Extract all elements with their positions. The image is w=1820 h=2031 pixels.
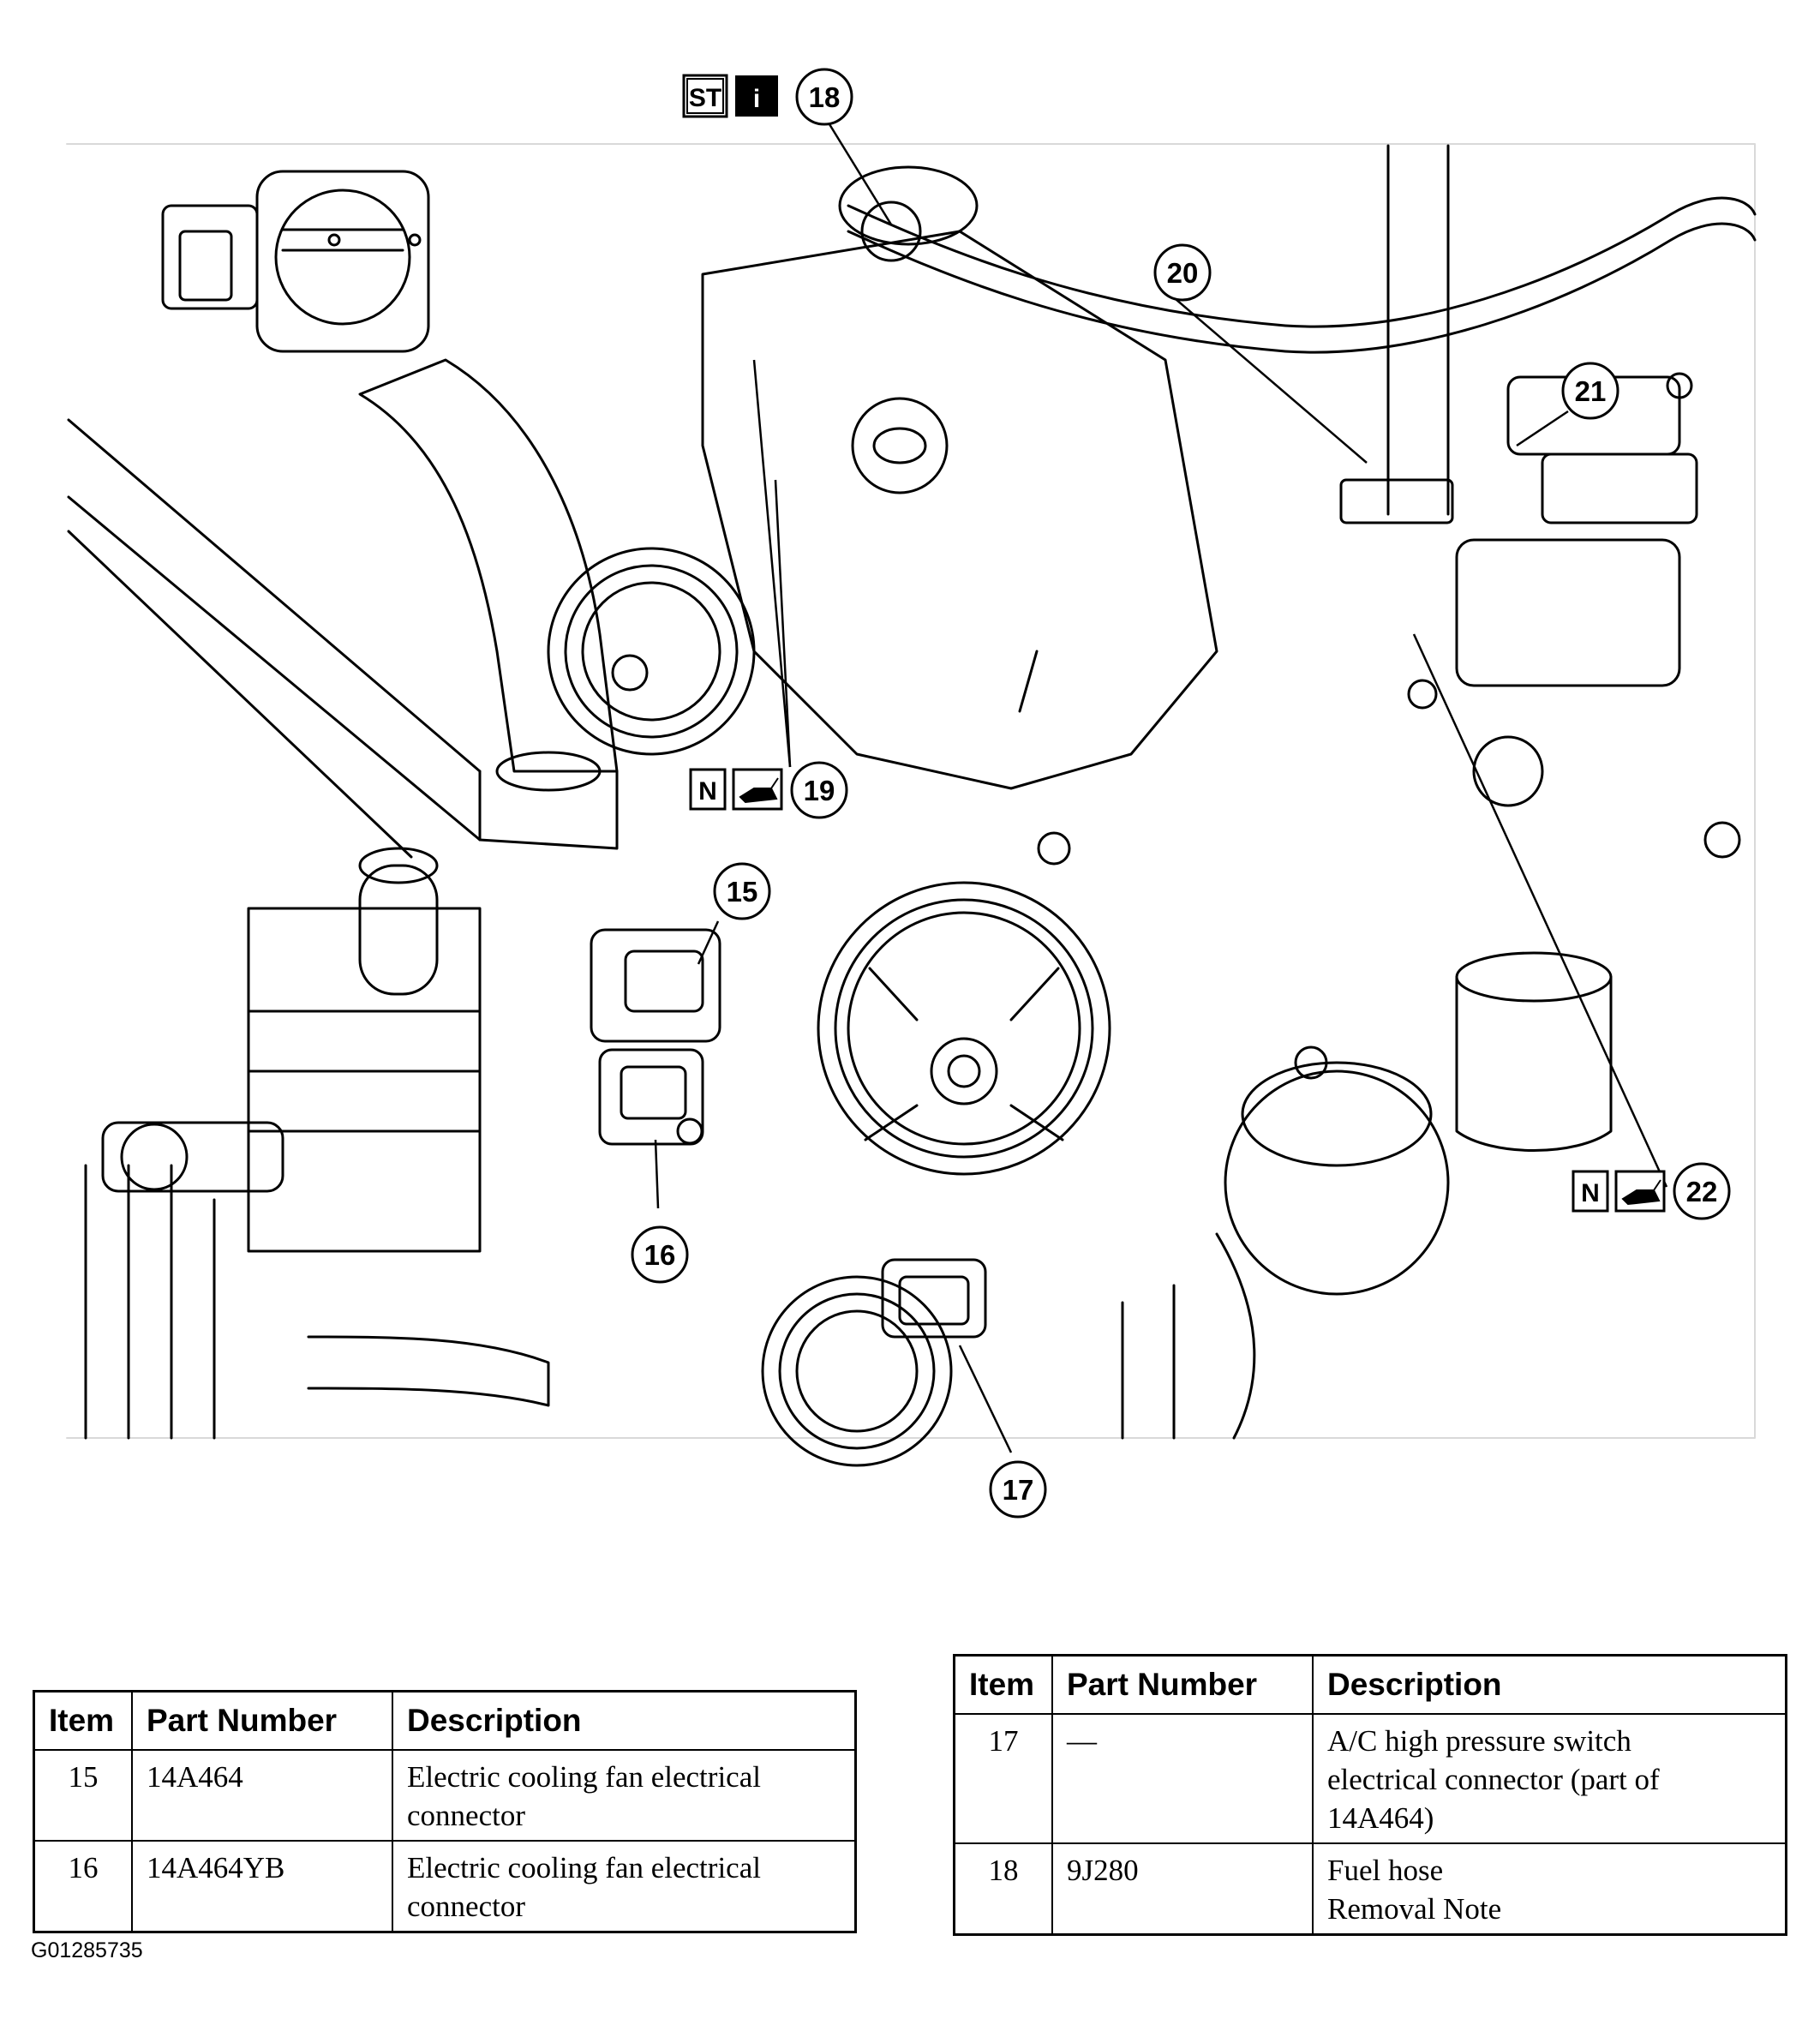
header-item: Item [33,1690,133,1751]
callout-22: 22 [1673,1162,1731,1220]
header-description: Description [392,1690,857,1751]
parts-table-left: Item Part Number Description 15 14A464 E… [33,1690,857,1933]
svg-text:ST: ST [689,84,721,112]
svg-text:18: 18 [809,81,841,113]
description-cell: Electric cooling fan electrical connecto… [392,1840,857,1933]
svg-text:N: N [698,777,717,806]
description-line: electrical connector (part of [1327,1763,1660,1796]
callout-17: 17 [989,1460,1047,1519]
callout-15: 15 [713,862,771,920]
header-part-number: Part Number [131,1690,393,1751]
description-line: Electric cooling fan electrical [407,1760,761,1794]
svg-text:16: 16 [644,1239,676,1271]
item-cell: 18 [953,1842,1053,1936]
header-part-number: Part Number [1051,1654,1314,1715]
callouts: 18 20 21 19 15 22 16 17 [631,68,1731,1519]
svg-text:15: 15 [727,876,758,908]
svg-text:17: 17 [1003,1474,1034,1506]
coolant-reservoir [247,907,482,1253]
special-tool-icon: ST [682,74,728,118]
part-number-cell: 14A464YB [131,1840,393,1933]
engine-diagram: 18 20 21 19 15 22 16 17 ST i N [66,68,1757,1519]
svg-text:21: 21 [1575,375,1607,407]
oil-can-icon [732,768,783,811]
svg-text:N: N [1581,1179,1600,1207]
description-line: Fuel hose [1327,1854,1444,1887]
item-cell: 17 [953,1713,1053,1844]
figure-id: G01285735 [31,1938,143,1962]
callout-20: 20 [1153,243,1212,302]
ac-switch-connector-17 [881,1258,987,1339]
description-cell: Fuel hose Removal Note [1312,1842,1787,1936]
accessory-pulley [817,881,1111,1176]
description-line: Removal Note [1327,1892,1502,1926]
table-row: 18 9J280 Fuel hose Removal Note [953,1842,1787,1936]
callout-16: 16 [631,1225,689,1284]
description-line: connector [407,1890,525,1923]
information-icon: i [735,75,778,117]
header-item: Item [953,1654,1053,1715]
description-line: 14A464) [1327,1801,1434,1835]
table-row: 16 14A464YB Electric cooling fan electri… [33,1840,857,1933]
table-header-row: Item Part Number Description [953,1654,1787,1715]
table-row: 15 14A464 Electric cooling fan electrica… [33,1749,857,1842]
description-line: Electric cooling fan electrical [407,1851,761,1884]
callout-18: 18 [795,68,853,126]
engine-line-art [66,143,1757,1467]
callout-21: 21 [1561,362,1619,420]
svg-text:22: 22 [1686,1176,1718,1207]
svg-text:20: 20 [1167,257,1199,289]
description-cell: A/C high pressure switch electrical conn… [1312,1713,1787,1844]
table-row: 17 — A/C high pressure switch electrical… [953,1713,1787,1844]
description-line: connector [407,1799,525,1832]
part-number-cell: 14A464 [131,1749,393,1842]
item-cell: 15 [33,1749,133,1842]
cooling-fan-connector-15 [590,928,721,1043]
description-cell: Electric cooling fan electrical connecto… [392,1749,857,1842]
parts-table-right: Item Part Number Description 17 — A/C hi… [953,1654,1787,1936]
icon-badges: ST i N N [682,74,1666,1213]
new-part-icon-19: N [689,768,727,811]
svg-text:19: 19 [804,775,835,806]
cooling-fan-connector-16 [598,1048,704,1146]
leader-lines [654,123,1668,1453]
item-cell: 16 [33,1840,133,1933]
new-part-icon-22: N [1572,1170,1609,1213]
oil-can-icon [1614,1170,1666,1213]
description-line: A/C high pressure switch [1327,1724,1631,1758]
part-number-cell: — [1051,1713,1314,1844]
part-number-cell: 9J280 [1051,1842,1314,1936]
callout-19: 19 [790,761,848,819]
header-description: Description [1312,1654,1787,1715]
svg-text:i: i [753,85,760,113]
table-header-row: Item Part Number Description [33,1690,857,1751]
